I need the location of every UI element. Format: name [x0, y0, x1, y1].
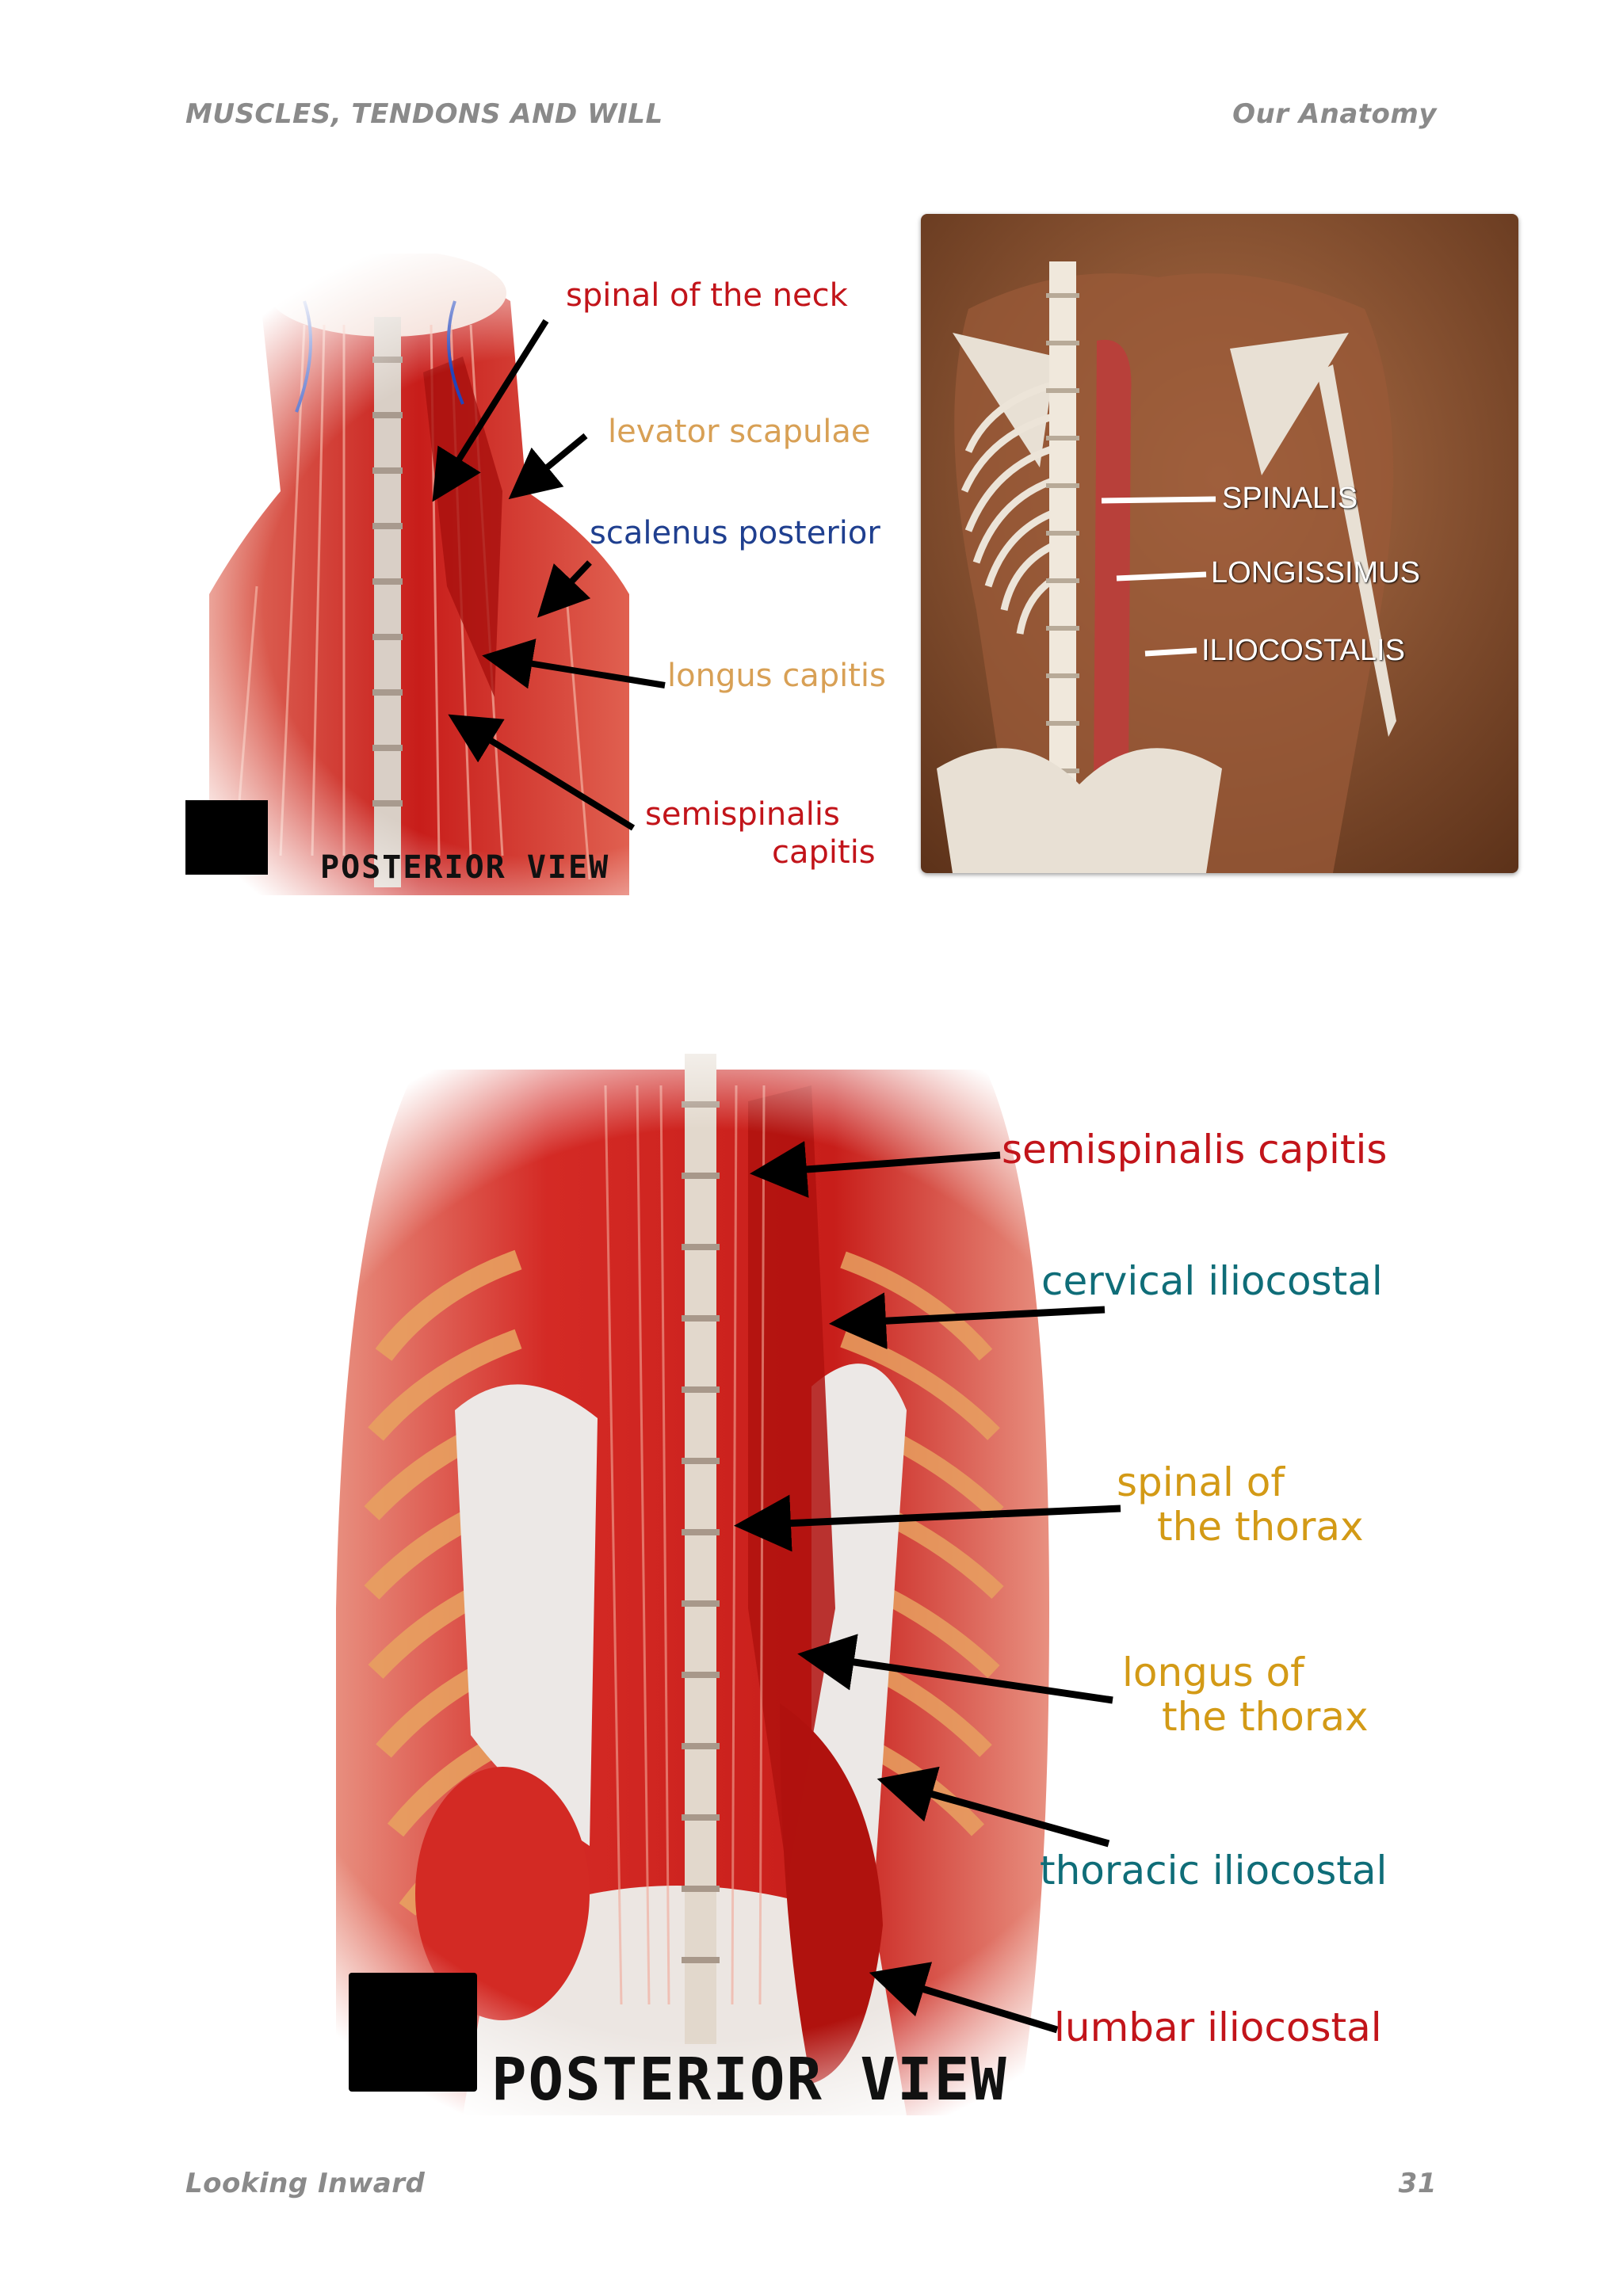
thorax-muscles-illustration: semispinalis capitis cervical iliocostal…: [336, 1054, 1395, 2115]
label-lumbar-iliocostal: lumbar iliocostal: [1054, 2004, 1382, 2050]
label-levator-scapulae: levator scapulae: [608, 414, 871, 450]
label-iliocostalis: ILIOCOSTALIS: [1201, 634, 1405, 667]
label-the-thorax-spinal: the thorax: [1157, 1504, 1364, 1550]
running-footer-title: Looking Inward: [185, 2168, 426, 2199]
label-spinalis: SPINALIS: [1222, 482, 1358, 515]
running-header-section: Our Anatomy: [1232, 98, 1437, 130]
label-thoracic-iliocostal: thoracic iliocostal: [1040, 1848, 1388, 1894]
label-semispinalis: semispinalis: [645, 796, 840, 833]
thorax-muscles-drawing: [336, 1054, 1395, 2115]
label-capitis: capitis: [772, 834, 876, 871]
label-longus-capitis: longus capitis: [667, 658, 886, 694]
neck-muscles-illustration: spinal of the neck levator scapulae scal…: [185, 254, 899, 895]
running-header-title: MUSCLES, TENDONS AND WILL: [185, 98, 663, 130]
skeleton-drawing: [921, 214, 1518, 873]
label-cervical-iliocostal: cervical iliocostal: [1041, 1258, 1383, 1304]
caption-posterior-view: POSTERIOR VIEW: [320, 849, 610, 886]
label-longissimus: LONGISSIMUS: [1211, 556, 1420, 589]
label-semispinalis-capitis: semispinalis capitis: [1002, 1127, 1388, 1173]
page-number: 31: [1398, 2168, 1437, 2199]
label-spinal-of: spinal of: [1117, 1459, 1285, 1505]
label-scalenus-posterior: scalenus posterior: [590, 515, 880, 551]
label-the-thorax-longus: the thorax: [1162, 1694, 1369, 1740]
erector-spinae-illustration: SPINALIS LONGISSIMUS ILIOCOSTALIS: [921, 214, 1518, 873]
neck-muscles-drawing: [185, 254, 899, 895]
caption-posterior-view-large: POSTERIOR VIEW: [491, 2046, 1008, 2114]
label-spinal-of-the-neck: spinal of the neck: [566, 277, 848, 314]
label-longus-of: longus of: [1122, 1650, 1304, 1695]
